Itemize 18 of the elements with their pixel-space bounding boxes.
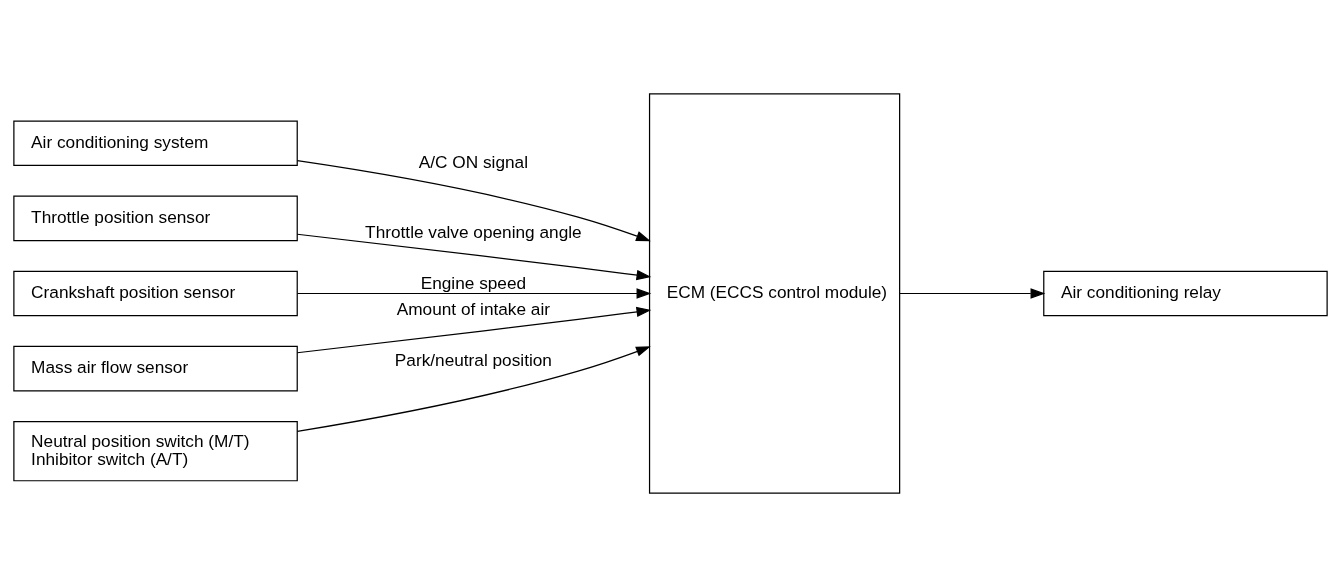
node-box: Crankshaft position sensor — [13, 270, 298, 317]
arrow — [296, 346, 651, 432]
edge-label: Park/neutral position — [394, 350, 552, 371]
node-box: Air conditioning relay — [1043, 270, 1328, 317]
arrow — [296, 160, 651, 242]
edge-label: Engine speed — [420, 272, 527, 293]
node-box: ECM (ECCS control module) — [648, 93, 901, 494]
arrow — [296, 288, 652, 299]
arrow — [296, 306, 652, 354]
arrow — [296, 233, 652, 281]
arrow — [899, 288, 1046, 299]
edge-label: A/C ON signal — [418, 152, 528, 173]
edge-label: Throttle valve opening angle — [365, 222, 582, 243]
node-box: Mass air flow sensor — [13, 345, 298, 392]
node-box: Neutral position switch (M/T) Inhibitor switch (A/T) — [13, 421, 298, 482]
node-box: Throttle position sensor — [13, 195, 298, 242]
node-box: Air conditioning system — [13, 120, 298, 166]
edge-label: Amount of intake air — [396, 298, 551, 319]
